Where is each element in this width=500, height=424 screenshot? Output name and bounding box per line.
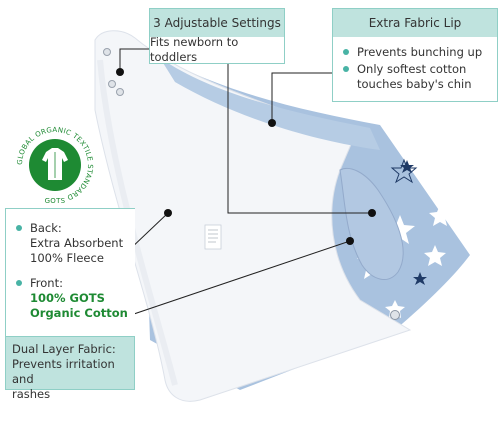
settings-title: 3 Adjustable Settings — [150, 9, 284, 37]
bib-snap-tab — [339, 167, 404, 280]
dual-layer-line-3: rashes — [12, 387, 51, 401]
bib-fabric-lip — [160, 58, 380, 150]
fabric-lip-point-1: Prevents bunching up — [343, 45, 489, 60]
back-front-callout: Back: Extra Absorbent 100% Fleece Front:… — [5, 208, 135, 336]
dual-layer-line-2: Prevents irritation and — [12, 357, 115, 386]
fabric-lip-title: Extra Fabric Lip — [333, 9, 497, 37]
front-label: Front: — [30, 276, 63, 290]
fabric-lip-point-2: Only softest cotton touches baby's chin — [343, 62, 489, 92]
back-line-2: 100% Fleece — [30, 251, 104, 265]
bullet-icon — [343, 48, 349, 55]
gots-abbrev: GOTS — [45, 197, 66, 205]
dual-layer-line-1: Dual Layer Fabric: — [12, 342, 116, 356]
gots-logo: GLOBAL ORGANIC TEXTILE STANDARD GOTS — [16, 126, 94, 205]
fabric-lip-callout: Extra Fabric Lip Prevents bunching up On… — [332, 8, 498, 102]
settings-body: Fits newborn to toddlers — [150, 35, 239, 64]
snap-buttons — [103, 48, 400, 320]
care-tag — [204, 224, 222, 250]
front-line-2: Organic Cotton — [30, 306, 128, 320]
settings-callout: 3 Adjustable Settings Fits newborn to to… — [149, 8, 285, 64]
front-line-1: 100% GOTS — [30, 291, 105, 305]
back-label: Back: — [30, 221, 62, 235]
bullet-icon — [343, 66, 349, 72]
bullet-icon — [16, 280, 22, 286]
back-line-1: Extra Absorbent — [30, 236, 124, 250]
leader-dots — [116, 68, 376, 245]
dual-layer-callout: Dual Layer Fabric: Prevents irritation a… — [5, 336, 135, 401]
bullet-icon — [16, 225, 22, 231]
